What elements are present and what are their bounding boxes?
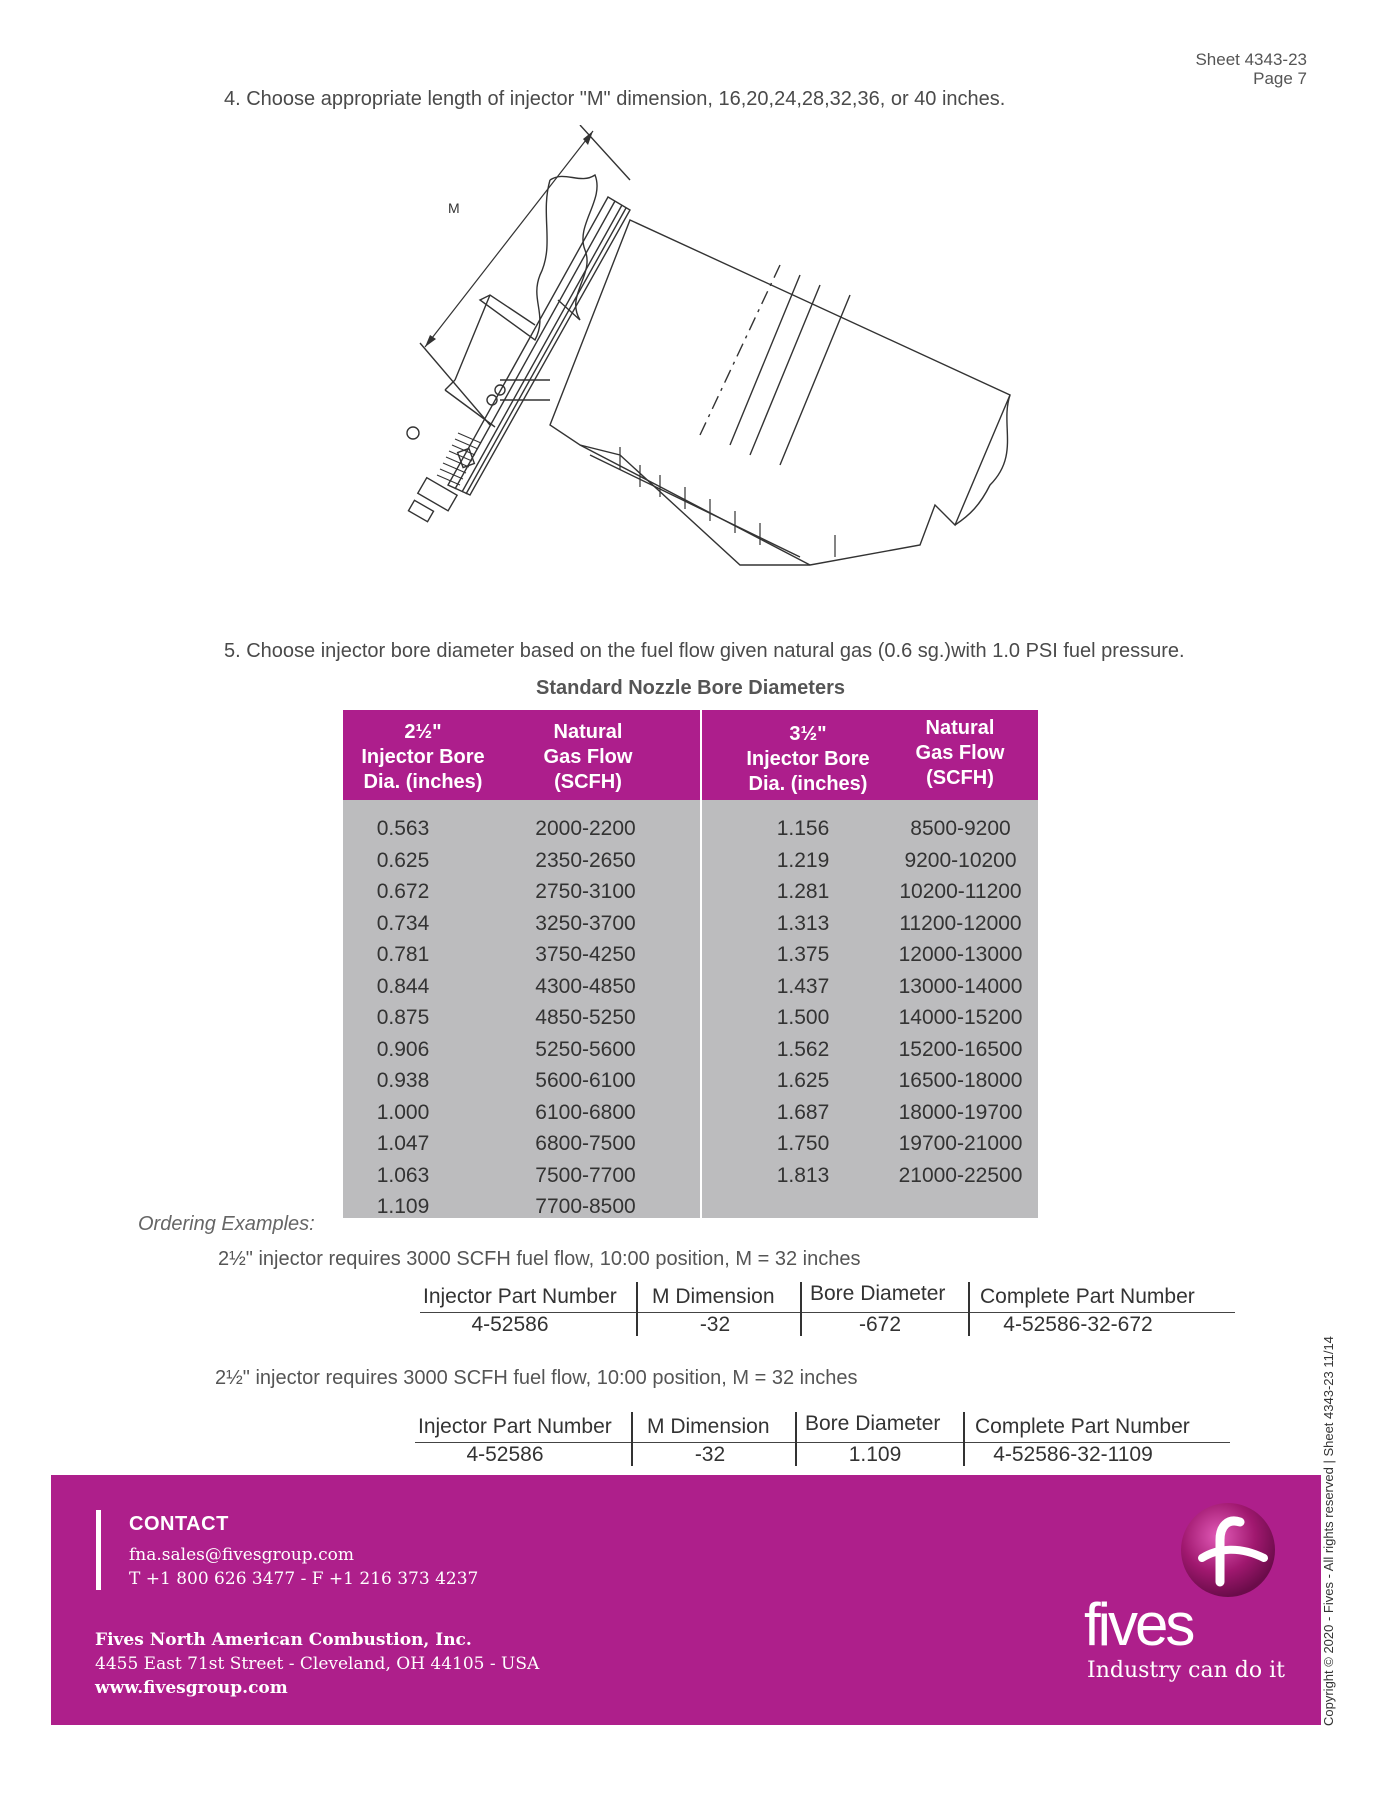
col-injector-part-number: Injector Part Number bbox=[423, 1285, 617, 1308]
step-4-text: 4. Choose appropriate length of injector… bbox=[224, 88, 1006, 110]
footer: CONTACT fna.sales@fivesgroup.com T +1 80… bbox=[51, 1475, 1321, 1725]
value-complete-part-number: 4-52586-32-1109 bbox=[993, 1443, 1153, 1466]
step-5-text: 5. Choose injector bore diameter based o… bbox=[224, 640, 1185, 662]
header-underline bbox=[415, 1442, 1230, 1443]
value-m-dimension: -32 bbox=[694, 1443, 726, 1466]
col-bore-diameter: Bore Diameter bbox=[810, 1282, 946, 1305]
contact-email[interactable]: fna.sales@fivesgroup.com bbox=[129, 1545, 354, 1565]
nozzle-table-title: Standard Nozzle Bore Diameters bbox=[536, 677, 845, 699]
col-m-dimension: M Dimension bbox=[647, 1415, 770, 1438]
contact-accent-bar bbox=[96, 1510, 101, 1590]
fives-wordmark: fives bbox=[1084, 1591, 1195, 1658]
copyright-notice: Copyright © 2020 - Fives - All rights re… bbox=[1321, 1336, 1336, 1726]
sheet-number: Sheet 4343-23 bbox=[1195, 50, 1307, 69]
example-2-text: 2½" injector requires 3000 SCFH fuel flo… bbox=[215, 1367, 858, 1389]
page-number: Page 7 bbox=[1253, 69, 1307, 88]
ordering-label: Ordering Examples: bbox=[138, 1213, 315, 1235]
column-rule bbox=[795, 1412, 797, 1466]
company-address: 4455 East 71st Street - Cleveland, OH 44… bbox=[95, 1654, 540, 1674]
col-complete-part-number: Complete Part Number bbox=[980, 1285, 1195, 1308]
value-injector-part-number: 4-52586 bbox=[471, 1313, 549, 1336]
value-bore-diameter: -672 bbox=[858, 1313, 902, 1336]
example-1-text: 2½" injector requires 3000 SCFH fuel flo… bbox=[218, 1248, 861, 1270]
contact-heading: CONTACT bbox=[129, 1513, 229, 1535]
contact-phone: T +1 800 626 3477 - F +1 216 373 4237 bbox=[129, 1569, 479, 1589]
tagline: Industry can do it bbox=[1087, 1658, 1285, 1683]
injector-diagram: M bbox=[406, 125, 1011, 566]
value-injector-part-number: 4-52586 bbox=[466, 1443, 544, 1466]
col-m-dimension: M Dimension bbox=[652, 1285, 775, 1308]
fives-logo-icon bbox=[1181, 1503, 1275, 1597]
dimension-m-label: M bbox=[448, 200, 460, 216]
column-rule bbox=[968, 1282, 970, 1336]
col-complete-part-number: Complete Part Number bbox=[975, 1415, 1190, 1438]
column-rule bbox=[800, 1282, 802, 1336]
table-body bbox=[343, 800, 1038, 1218]
table-header bbox=[343, 710, 1038, 800]
column-rule bbox=[636, 1282, 638, 1336]
table-divider bbox=[700, 710, 702, 1218]
value-m-dimension: -32 bbox=[699, 1313, 731, 1336]
column-rule bbox=[631, 1412, 633, 1466]
col-injector-part-number: Injector Part Number bbox=[418, 1415, 612, 1438]
example-1-table: Injector Part Number M Dimension Bore Di… bbox=[420, 1282, 1235, 1338]
company-name: Fives North American Combustion, Inc. bbox=[95, 1630, 472, 1650]
header-underline bbox=[420, 1312, 1235, 1313]
sheet-header: Sheet 4343-23 Page 7 bbox=[1195, 50, 1307, 88]
value-complete-part-number: 4-52586-32-672 bbox=[1003, 1313, 1153, 1336]
column-rule bbox=[963, 1412, 965, 1466]
col-bore-diameter: Bore Diameter bbox=[805, 1412, 941, 1435]
value-bore-diameter: 1.109 bbox=[848, 1443, 902, 1466]
example-2-table: Injector Part Number M Dimension Bore Di… bbox=[415, 1412, 1230, 1468]
company-website[interactable]: www.fivesgroup.com bbox=[95, 1678, 288, 1698]
